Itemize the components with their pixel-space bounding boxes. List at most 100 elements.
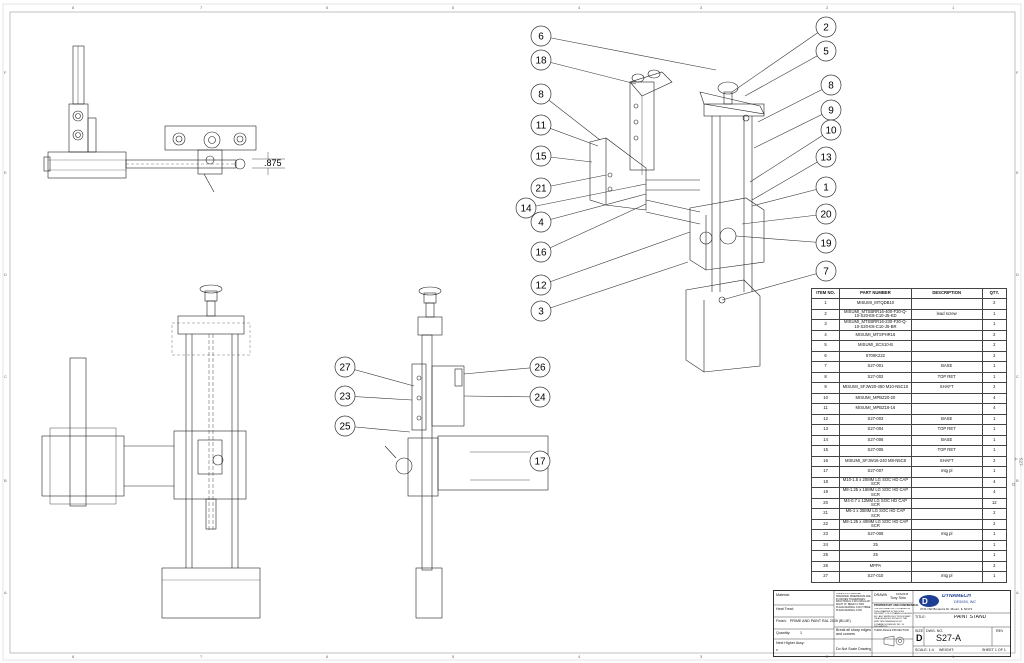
sheet-value: SHEET 1 OF 1 — [982, 648, 1006, 652]
bom-item-no: 25 — [810, 550, 841, 562]
balloon-5: 5 — [744, 40, 837, 97]
bom-description — [910, 329, 983, 341]
bom-description: mtg pl — [910, 529, 983, 541]
bom-description — [910, 508, 983, 520]
bom-part-number: MPPA — [839, 560, 912, 572]
bom-part-number: S27-006 — [839, 434, 912, 446]
bom-header-qty: QTY. — [981, 288, 1008, 299]
zone-right-C: C — [1016, 374, 1019, 379]
bom-qty: 4 — [981, 392, 1008, 404]
bom-description — [910, 403, 983, 415]
bom-part-number: M8-1.25 x 40MM LG SOC HD CAP SCR — [839, 518, 912, 530]
bom-description — [910, 476, 983, 488]
bom-description: BASE — [910, 434, 983, 446]
title-block: Material: Heat Treat: Finish: PRIME AND … — [773, 590, 1011, 657]
zone-left-B: B — [4, 478, 7, 483]
bom-item-no: 11 — [810, 403, 841, 415]
title-label: TITLE: — [915, 615, 926, 619]
zone-bottom-8: 8 — [72, 654, 75, 659]
bom-description — [910, 319, 983, 331]
bom-qty: 1 — [981, 571, 1008, 583]
bom-description — [910, 560, 983, 572]
zone-top-1: 1 — [952, 5, 955, 10]
bom-qty: 4 — [981, 403, 1008, 415]
bom-item-no: 7 — [810, 361, 841, 373]
bom-qty: 2 — [981, 455, 1008, 467]
bom-qty: 1 — [981, 529, 1008, 541]
sheet-border — [9, 11, 1016, 654]
bom-description: BASE — [910, 361, 983, 373]
bom-item-no: 4 — [810, 329, 841, 341]
edge-mark: D — [1011, 482, 1017, 487]
company-address: 3741 NW Bonanza Dr. Mount, IL 60174 — [920, 607, 973, 611]
balloon-18: 18 — [530, 49, 637, 85]
balloon-26: 26 — [463, 356, 551, 378]
break-edges-note: Break all sharp edges and corners — [836, 628, 871, 636]
bom-item-no: 14 — [810, 434, 841, 446]
zone-left-D: D — [4, 272, 7, 277]
company-name: DYNAMECH — [942, 594, 971, 598]
bom-item-no: 2 — [810, 308, 841, 320]
balloon-19: 19 — [735, 232, 837, 254]
balloon-2: 2 — [731, 16, 837, 93]
quantity-label: Quantity: — [776, 631, 791, 635]
bom-header-item: ITEM NO. — [810, 288, 841, 299]
svg-text:4: 4 — [538, 218, 544, 229]
bom-qty: 2 — [981, 340, 1008, 352]
sheet-outer-border — [2, 3, 1022, 661]
bom-qty: 1 — [981, 466, 1008, 478]
bom-part-number: S27-005 — [839, 445, 912, 457]
svg-text:D: D — [922, 597, 928, 606]
svg-text:24: 24 — [534, 393, 546, 404]
balloon-25: 25 — [334, 415, 411, 437]
svg-text:12: 12 — [535, 281, 547, 292]
material-label: Material: — [776, 593, 790, 597]
balloon-3: 3 — [530, 261, 689, 322]
balloon-9: 9 — [753, 99, 842, 149]
svg-text:10: 10 — [825, 126, 837, 137]
svg-text:13: 13 — [820, 153, 832, 164]
bom-item-no: 17 — [810, 466, 841, 478]
bom-item-no: 26 — [810, 560, 841, 572]
bom-qty: 2 — [981, 329, 1008, 341]
bom-description — [910, 392, 983, 404]
bom-part-number: MISUMI_SCS10-B — [839, 340, 912, 352]
bom-description: SHAFT — [910, 382, 983, 394]
finish-label: Finish: — [776, 619, 787, 623]
svg-text:17: 17 — [534, 457, 546, 468]
bom-qty: 1 — [981, 424, 1008, 436]
balloon-11: 11 — [530, 114, 599, 147]
bom-qty: 2 — [981, 382, 1008, 394]
bom-qty: 2 — [981, 298, 1008, 310]
svg-text:23: 23 — [339, 392, 351, 403]
bom-item-no: 10 — [810, 392, 841, 404]
front-view — [41, 284, 261, 619]
svg-text:8: 8 — [828, 81, 834, 92]
bom-item-no: 24 — [810, 539, 841, 551]
bom-item-no: 16 — [810, 455, 841, 467]
bom-part-number: 25 — [839, 550, 912, 562]
bom-item-no: 6 — [810, 350, 841, 362]
bom-qty: 1 — [981, 308, 1008, 320]
proprietary-title: PROPRIETARY AND CONFIDENTIAL — [874, 604, 919, 607]
bom-item-no: 23 — [810, 529, 841, 541]
balloon-7: 7 — [721, 260, 837, 301]
top-view — [43, 45, 285, 193]
bom-description — [910, 497, 983, 509]
bom-description: mtg pl — [910, 466, 983, 478]
svg-text:8: 8 — [538, 90, 544, 101]
bom-description — [910, 487, 983, 499]
bom-item-no: 13 — [810, 424, 841, 436]
bom-part-number: MISUMI_MTQDB10 — [839, 298, 912, 310]
bom-item-no: 19 — [810, 487, 841, 499]
company-sub: DESIGN, INC — [954, 600, 976, 604]
size-label: SIZE — [915, 629, 923, 633]
